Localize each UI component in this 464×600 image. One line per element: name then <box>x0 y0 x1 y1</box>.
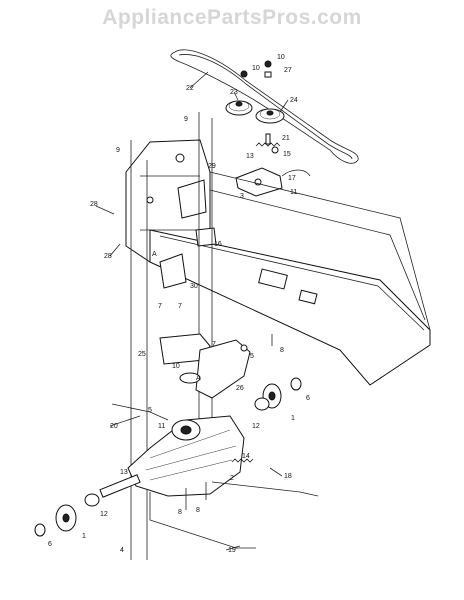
leader-lines <box>95 71 289 551</box>
watermark: AppliancePartsPros.com <box>102 6 362 29</box>
callout-label: 24 <box>290 97 298 104</box>
axle-collar-right[interactable] <box>254 397 270 411</box>
callout-label: 18 <box>284 473 292 480</box>
nut[interactable] <box>264 60 272 68</box>
callout-label: 5 <box>250 353 254 360</box>
fan-pulley-assembly[interactable] <box>179 372 201 384</box>
callout-label: 3 <box>240 193 244 200</box>
callout-label: 11 <box>158 423 165 430</box>
callout-label: 12 <box>100 511 108 518</box>
callout-label: 11 <box>290 189 297 196</box>
callout-label: 9 <box>184 116 188 123</box>
callout-label: 20 <box>110 423 118 430</box>
callout-label: 10 <box>172 363 180 370</box>
axle-collar-left[interactable] <box>84 493 100 507</box>
idler-pulley[interactable] <box>225 100 253 116</box>
callout-label: 19 <box>228 547 236 554</box>
callout-label: 7 <box>178 303 182 310</box>
callout-label: 14 <box>242 453 250 460</box>
callout-label: 16 <box>214 241 222 248</box>
callout-label: 4 <box>120 547 124 554</box>
transmission-axle[interactable] <box>99 474 141 498</box>
right-transmission-bracket[interactable] <box>195 339 251 399</box>
frame-gusset[interactable] <box>195 227 217 247</box>
callout-label: 30 <box>190 283 198 290</box>
callout-label: A <box>196 375 201 382</box>
belt-keeper[interactable] <box>281 169 311 177</box>
brake-rod[interactable] <box>211 481 319 497</box>
callout-label: 2 <box>230 475 234 482</box>
callout-label: 13 <box>246 153 254 160</box>
washer-left[interactable] <box>34 523 46 537</box>
flat-idler-pulley[interactable] <box>255 108 285 124</box>
rear-wheel-hub-left[interactable] <box>55 504 77 532</box>
callout-label: 10 <box>252 65 260 72</box>
callout-label: 29 <box>208 163 216 170</box>
callout-label: 6 <box>48 541 52 548</box>
callout-label: 5 <box>148 407 152 414</box>
bushing[interactable] <box>271 146 279 154</box>
washer-right[interactable] <box>290 377 302 391</box>
transmission-mount-plate[interactable] <box>159 253 187 289</box>
callout-label: 26 <box>236 385 244 392</box>
drive-belt[interactable] <box>170 49 359 164</box>
callout-label: 7 <box>212 341 216 348</box>
transmission[interactable] <box>127 415 245 497</box>
callout-label: 25 <box>138 351 146 358</box>
callout-label: 6 <box>306 395 310 402</box>
callout-label: 22 <box>186 85 194 92</box>
idler-spring[interactable] <box>255 142 281 147</box>
callout-label: 28 <box>90 201 98 208</box>
callout-label: 12 <box>252 423 260 430</box>
callout-label: 1 <box>82 533 86 540</box>
callout-label: 13 <box>120 469 128 476</box>
parking-brake-rod[interactable] <box>149 492 256 549</box>
shift-rod[interactable] <box>111 403 169 421</box>
callout-label: 17 <box>288 175 296 182</box>
callout-label: 7 <box>158 303 162 310</box>
callout-label: 10 <box>277 54 285 61</box>
callout-label: 8 <box>280 347 284 354</box>
nut[interactable] <box>240 70 248 78</box>
bolt[interactable] <box>265 133 271 145</box>
spacer[interactable] <box>264 71 272 78</box>
callout-label: 9 <box>116 147 120 154</box>
idler-bracket[interactable] <box>235 167 283 197</box>
brake-spring[interactable] <box>231 458 254 463</box>
callout-label: 15 <box>283 151 291 158</box>
callout-label: 27 <box>284 67 292 74</box>
callout-label: 8 <box>178 509 182 516</box>
callout-label: 28 <box>104 253 112 260</box>
callout-label: 8 <box>196 507 200 514</box>
callout-label: 1 <box>291 415 295 422</box>
callout-label: 21 <box>282 135 290 142</box>
callout-label: A <box>152 251 157 258</box>
